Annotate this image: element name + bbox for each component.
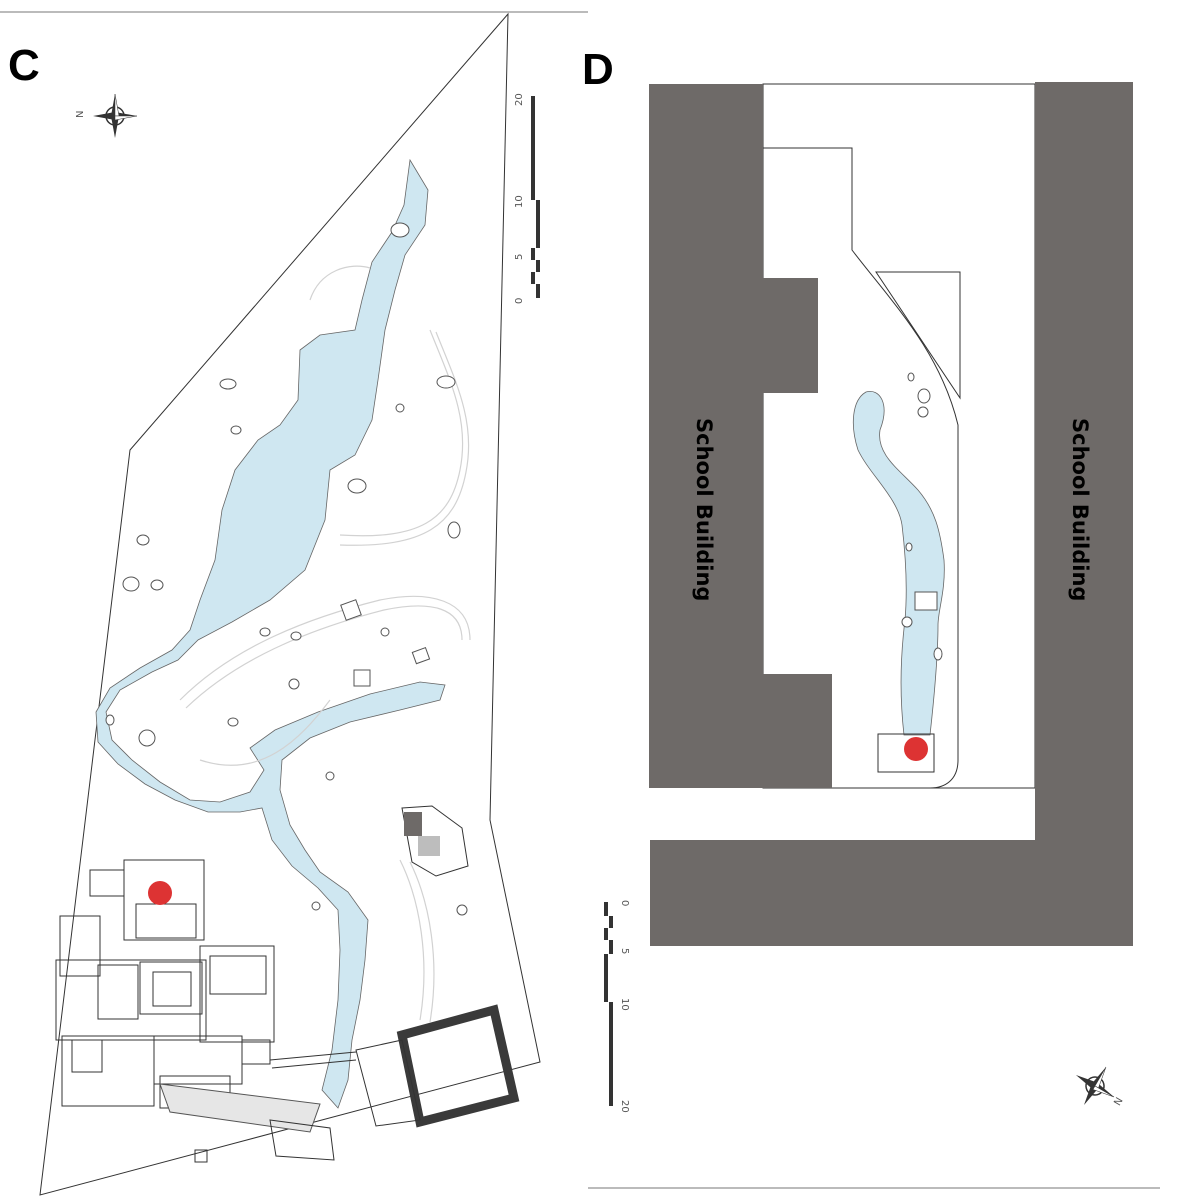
- garden-paths: [179, 265, 471, 1023]
- compass-north-d: N: [1110, 1095, 1123, 1107]
- scale-bar-icon: 0 5 10 20: [604, 900, 630, 1113]
- storehouse: [269, 1004, 520, 1128]
- panel-letter-d: D: [582, 45, 614, 94]
- garden-rocks: [105, 222, 468, 916]
- compass-north-c: N: [75, 111, 86, 118]
- scale-tick-d-10: 10: [619, 998, 630, 1011]
- panel-letter-c: C: [8, 41, 40, 90]
- school-building-left: [649, 84, 832, 788]
- school-building-right-label: School Building: [1068, 418, 1092, 601]
- scale-tick-c-0: 0: [514, 298, 525, 304]
- scale-tick-d-0: 0: [619, 900, 630, 906]
- scale-tick-d-20: 20: [619, 1100, 630, 1113]
- scale-tick-d-5: 5: [619, 948, 630, 954]
- scale-tick-c-5: 5: [514, 254, 525, 260]
- scale-tick-c-20: 20: [514, 93, 525, 106]
- school-building-right: [650, 82, 1133, 946]
- tea-house: [401, 805, 469, 877]
- triangle-bed: [875, 271, 961, 400]
- panel-c: C: [8, 12, 541, 1196]
- scale-tick-c-10: 10: [514, 195, 525, 208]
- pond-d-water: [853, 391, 945, 736]
- panel-d: D School Building School Building: [582, 45, 1133, 1113]
- location-marker-icon: [148, 881, 172, 905]
- courtyard-inner: [763, 147, 959, 789]
- compass-rose-icon: N: [1075, 1066, 1124, 1107]
- scale-bar-icon: 0 5 10 20: [514, 93, 540, 304]
- compass-rose-icon: N: [75, 93, 138, 138]
- main-residence: [55, 859, 335, 1163]
- location-marker-icon: [904, 737, 928, 761]
- school-building-left-label: School Building: [692, 418, 716, 601]
- pond-d-rocks: [901, 372, 943, 661]
- pond-d-platform: [877, 733, 935, 773]
- pond-water: [95, 158, 446, 1109]
